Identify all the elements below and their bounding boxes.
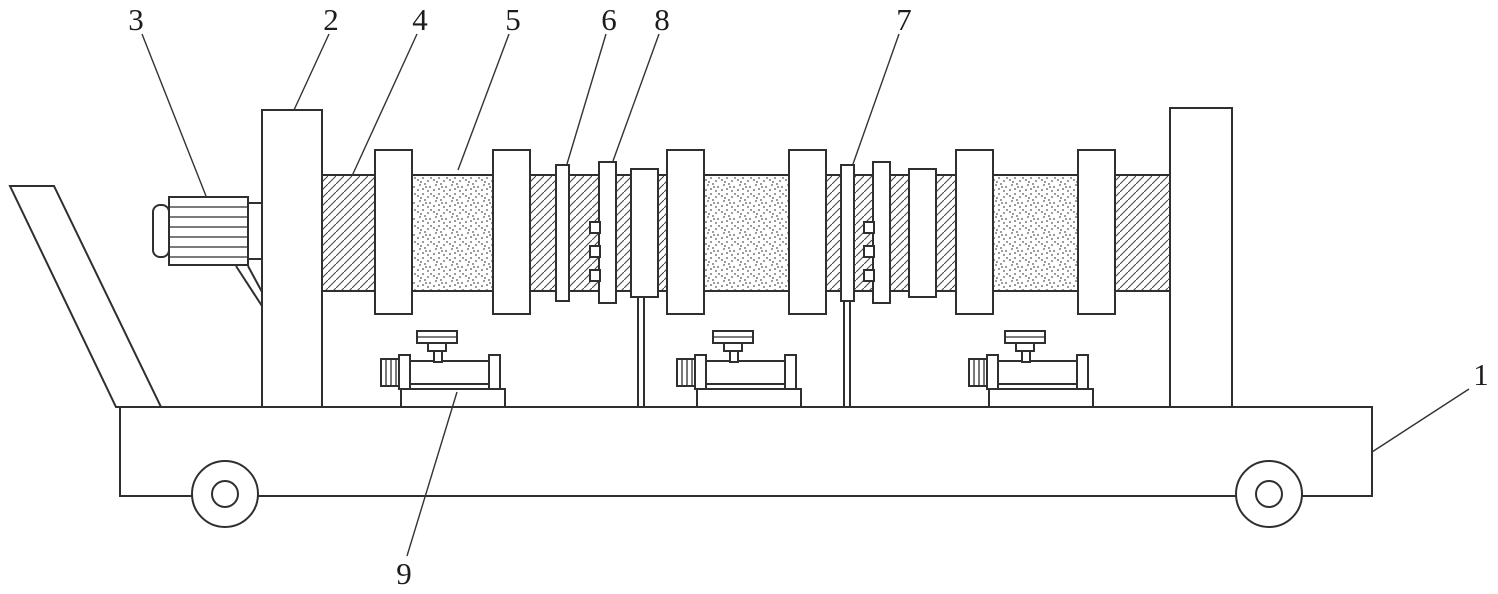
clamp-plate-8a	[589, 161, 617, 304]
leader-line-1	[1371, 388, 1470, 453]
leader-lines	[141, 33, 1470, 557]
adjuster-assembly-1	[380, 330, 506, 408]
ref-label-3: 3	[128, 2, 144, 37]
abrasive-section-2	[703, 174, 790, 292]
block-a	[630, 168, 659, 408]
ref-label-9: 9	[396, 556, 412, 591]
leader-line-9	[406, 391, 458, 557]
motor-brace	[235, 265, 263, 307]
ref-label-8: 8	[654, 2, 670, 37]
clamp-plate-8b	[863, 161, 891, 304]
ref-label-4: 4	[412, 2, 428, 37]
leader-line-5	[457, 33, 510, 171]
block-b	[908, 168, 937, 298]
ref-label-7: 7	[896, 2, 912, 37]
leader-line-2	[293, 33, 330, 111]
wheel-left	[191, 460, 259, 528]
wheel-right	[1235, 460, 1303, 528]
leader-line-3	[141, 33, 207, 197]
leader-line-4	[351, 33, 418, 177]
leader-line-7	[852, 33, 900, 165]
ref-label-5: 5	[505, 2, 521, 37]
abrasive-section-1	[411, 174, 494, 292]
support-ramp	[8, 185, 163, 408]
adjuster-assembly-2	[676, 330, 802, 408]
ref-label-1: 1	[1473, 357, 1489, 392]
ref-label-6: 6	[601, 2, 617, 37]
leader-line-6	[566, 33, 607, 165]
adjuster-assembly-3	[968, 330, 1094, 408]
left-post	[261, 109, 323, 408]
ref-label-2: 2	[323, 2, 339, 37]
roller-blocks	[374, 149, 1116, 315]
spacer-plate-6	[555, 164, 570, 302]
spacer-plate-7	[840, 164, 855, 408]
right-post	[1169, 107, 1233, 408]
abrasive-section-3	[992, 174, 1079, 292]
leader-line-8	[612, 33, 660, 162]
drive-motor	[152, 196, 263, 266]
base-frame	[119, 406, 1373, 497]
